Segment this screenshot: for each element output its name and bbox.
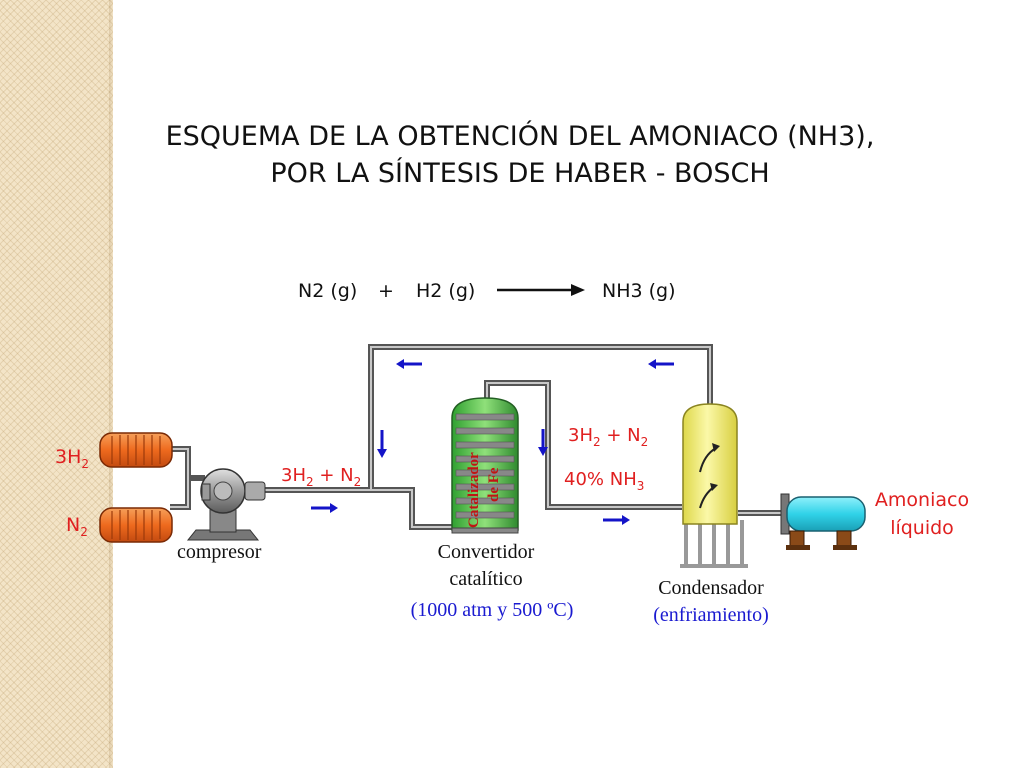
flow-arrow-down-icon <box>377 430 387 458</box>
equation-arrow-icon <box>497 284 585 296</box>
converter-name-line2: catalítico <box>449 568 522 590</box>
title-line-2: POR LA SÍNTESIS DE HABER - BOSCH <box>270 158 770 189</box>
condenser <box>680 403 748 568</box>
compressor-label: compresor <box>177 541 262 563</box>
ammonia-receiver-tank <box>780 493 866 550</box>
outlet-gas-label-line2: 40% NH3 <box>564 469 644 493</box>
outlet-gas-label-line1: 3H2 + N2 <box>568 425 648 449</box>
converter-name-line1: Convertidor <box>438 541 535 563</box>
condenser-name: Condensador <box>658 577 764 599</box>
compressor-to-converter-pipe <box>265 487 452 530</box>
flow-arrow-right-icon <box>311 503 338 513</box>
equation-reactant-n2: N2 (g) <box>298 280 358 302</box>
h2-tank <box>99 432 173 468</box>
catalytic-converter <box>451 397 519 534</box>
n2-tank-label: N2 <box>66 514 88 539</box>
n2-tank <box>99 507 173 543</box>
side-stripe-edge <box>109 0 113 768</box>
flow-arrow-down-icon <box>538 429 548 456</box>
flow-arrow-right-icon <box>603 515 630 525</box>
flow-arrow-left-icon <box>648 359 674 369</box>
equation-plus: + <box>378 280 394 302</box>
catalyst-label-line2: de Fe <box>486 467 502 502</box>
flow-arrow-left-icon <box>396 359 422 369</box>
h2-tank-label: 3H2 <box>55 446 89 471</box>
converter-conditions: (1000 atm y 500 ºC) <box>411 599 574 621</box>
condenser-note: (enfriamiento) <box>653 604 769 626</box>
equation-reactant-h2: H2 (g) <box>416 280 476 302</box>
feed-gas-label: 3H2 + N2 <box>281 465 361 489</box>
decorative-side-stripe <box>0 0 113 768</box>
recycle-loop-pipe <box>368 344 713 490</box>
product-label-line1: Amoniaco <box>875 489 969 511</box>
compressor <box>186 468 266 541</box>
title-line-1: ESQUEMA DE LA OBTENCIÓN DEL AMONIACO (NH… <box>165 121 875 152</box>
equation-product-nh3: NH3 (g) <box>602 280 676 302</box>
catalyst-label-line1: Catalizador <box>466 452 482 528</box>
product-label-line2: líquido <box>890 517 954 539</box>
slide-title: ESQUEMA DE LA OBTENCIÓN DEL AMONIACO (NH… <box>80 118 960 192</box>
tank-manifold-pipe <box>170 446 191 510</box>
